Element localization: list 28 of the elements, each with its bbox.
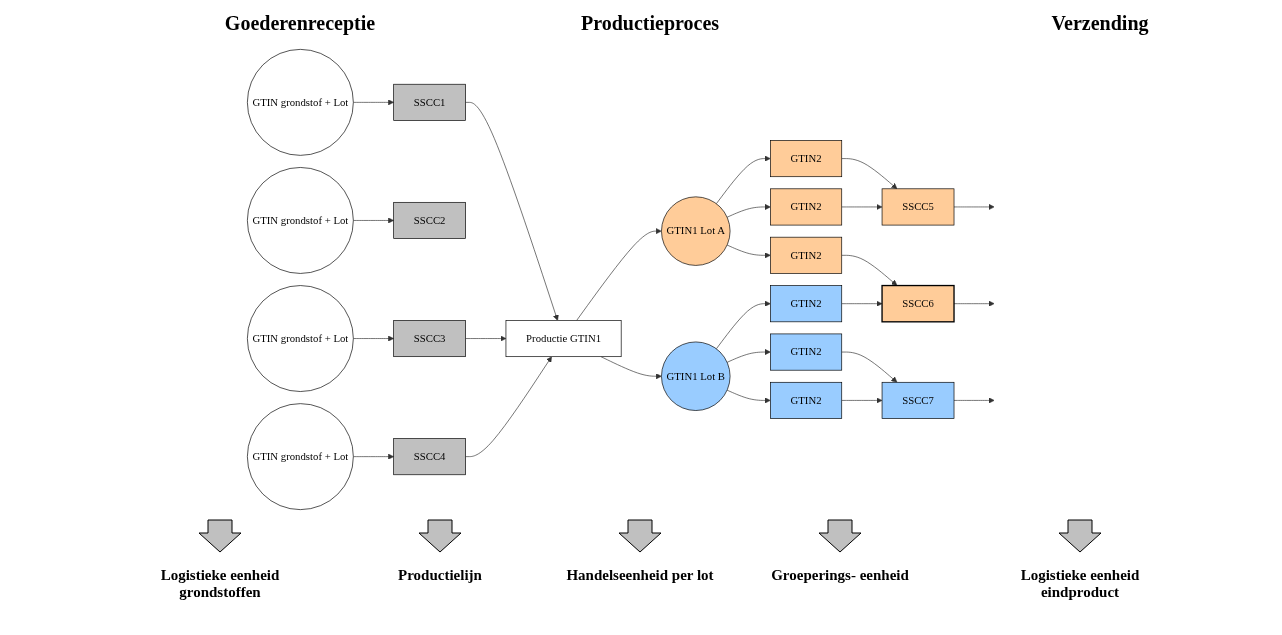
- node-box: GTIN2: [770, 285, 843, 323]
- node-circle: GTIN1 Lot A: [661, 196, 731, 266]
- node-box: SSCC1: [393, 83, 466, 121]
- column-label: Productielijn: [397, 567, 483, 584]
- node-box: Productie GTIN1: [505, 320, 622, 357]
- column-label: Logistieke eenheid eindproduct: [1019, 567, 1141, 601]
- node-box: SSCC7: [881, 381, 955, 419]
- node-box: GTIN2: [770, 333, 843, 371]
- node-box: SSCC5: [881, 188, 955, 226]
- node-box: SSCC2: [393, 202, 466, 239]
- node-circle: GTIN grondstof + Lot: [247, 403, 354, 510]
- node-box: GTIN2: [770, 140, 843, 178]
- node-box: SSCC6: [881, 284, 955, 323]
- column-label: Handelseenheid per lot: [565, 567, 715, 584]
- node-box: GTIN2: [770, 188, 843, 226]
- column-label: Groeperings- eenheid: [770, 567, 910, 584]
- node-circle: GTIN1 Lot B: [661, 341, 731, 411]
- column-heading: Verzending: [1051, 12, 1149, 35]
- node-box: SSCC3: [393, 320, 466, 357]
- column-heading: Productieproces: [580, 12, 720, 35]
- node-box: GTIN2: [770, 236, 843, 274]
- node-circle: GTIN grondstof + Lot: [247, 49, 354, 156]
- node-box: GTIN2: [770, 381, 843, 419]
- column-label: Logistieke eenheid grondstoffen: [159, 567, 281, 601]
- node-circle: GTIN grondstof + Lot: [247, 167, 354, 274]
- column-heading: Goederenreceptie: [224, 12, 376, 35]
- node-circle: GTIN grondstof + Lot: [247, 285, 354, 392]
- node-box: SSCC4: [393, 438, 466, 476]
